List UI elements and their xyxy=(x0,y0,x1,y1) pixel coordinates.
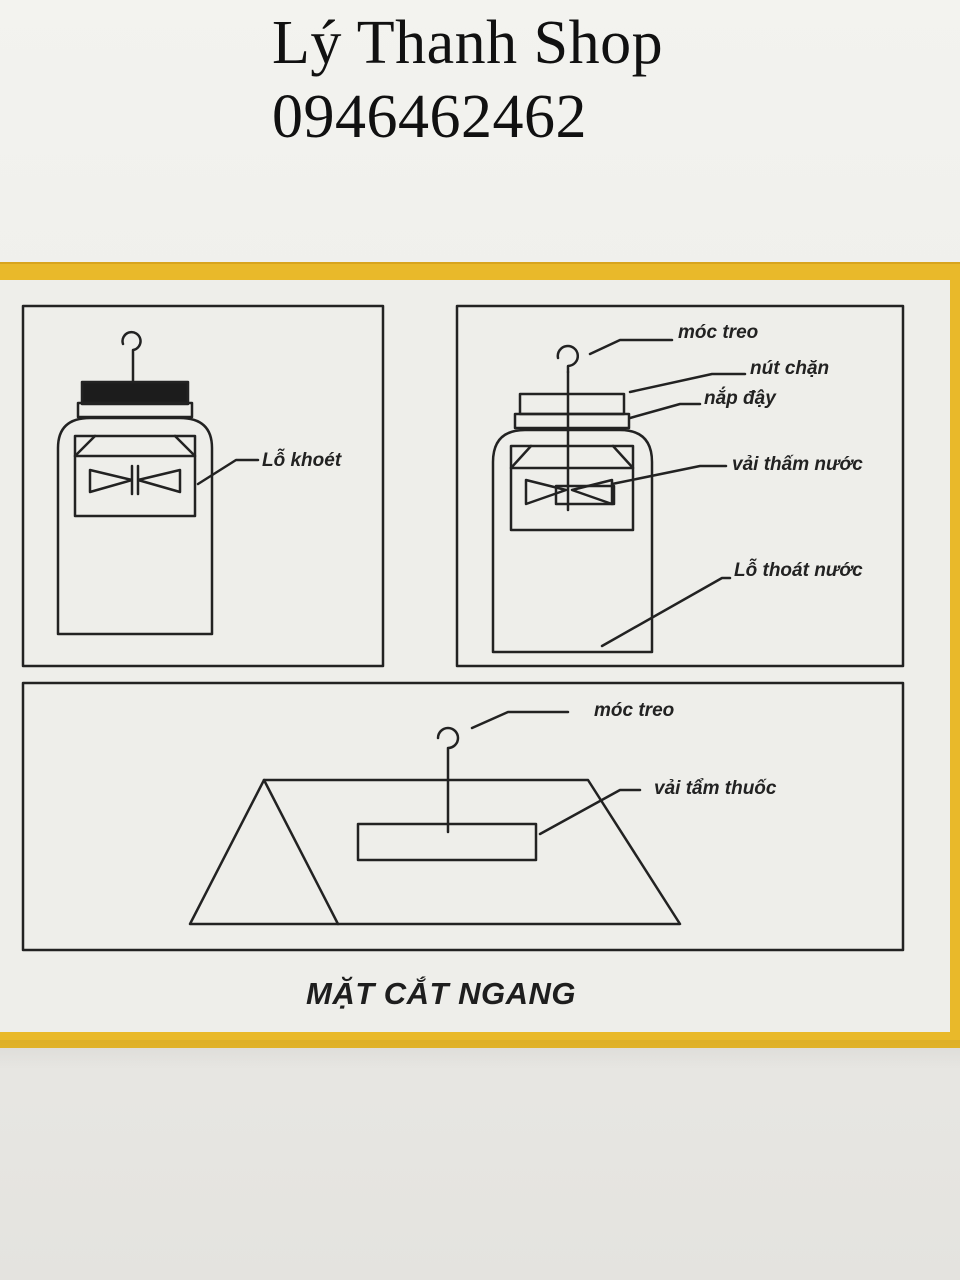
watermark-shop-name: Lý Thanh Shop xyxy=(272,9,664,77)
right-leader-lid xyxy=(628,402,702,420)
right-leader-cloth xyxy=(610,464,728,486)
box-face xyxy=(0,280,950,1032)
right-jar-illustration xyxy=(491,338,747,654)
left-cutout-top xyxy=(73,434,197,458)
right-cloth-strip xyxy=(554,484,616,506)
right-cutout-top xyxy=(509,444,635,470)
label-vai-tham-nuoc: vải thấm nước xyxy=(732,454,863,475)
tent-fold xyxy=(262,778,340,926)
right-jar-body xyxy=(491,428,654,654)
left-stopper xyxy=(80,380,190,406)
panel-right-frame xyxy=(455,304,905,668)
left-cutout-window xyxy=(73,434,197,518)
box-shadow xyxy=(0,1040,960,1070)
panel-left-frame xyxy=(21,304,385,668)
left-hook xyxy=(121,330,142,384)
left-bow xyxy=(88,464,182,496)
bottom-leader-cloth xyxy=(538,788,642,836)
label-moc-treo-bottom: móc treo xyxy=(594,700,674,721)
label-moc-treo-top: móc treo xyxy=(678,322,758,343)
right-hook xyxy=(556,344,580,374)
left-jar-body xyxy=(56,416,214,636)
right-leader-hook xyxy=(588,338,674,356)
right-leader-drain xyxy=(600,576,732,648)
left-leader-hole xyxy=(196,458,260,486)
watermark-phone: 0946462462 xyxy=(272,83,587,151)
right-cutout-window xyxy=(509,444,635,532)
right-lid xyxy=(513,412,631,430)
label-lo-thoat-nuoc: Lỗ thoát nước xyxy=(734,559,863,581)
caption-mat-cat-ngang: MẶT CẮT NGANG xyxy=(306,975,576,1011)
tent-illustration xyxy=(188,710,682,926)
label-lo-khoet: Lỗ khoét xyxy=(262,449,342,471)
left-jar-illustration xyxy=(56,330,260,636)
right-leader-stopper xyxy=(628,372,747,394)
bottom-hook xyxy=(436,726,460,834)
panel-bottom-frame xyxy=(21,681,905,952)
label-nut-chan: nút chặn xyxy=(750,358,829,379)
label-nap-day: nắp đậy xyxy=(704,387,777,409)
tent-outline xyxy=(188,778,682,926)
bottom-leader-hook xyxy=(470,710,570,730)
bottom-cloth-strip xyxy=(356,822,538,862)
right-stopper xyxy=(518,392,626,416)
label-vai-tam-thuoc: vải tẩm thuốc xyxy=(654,778,777,799)
